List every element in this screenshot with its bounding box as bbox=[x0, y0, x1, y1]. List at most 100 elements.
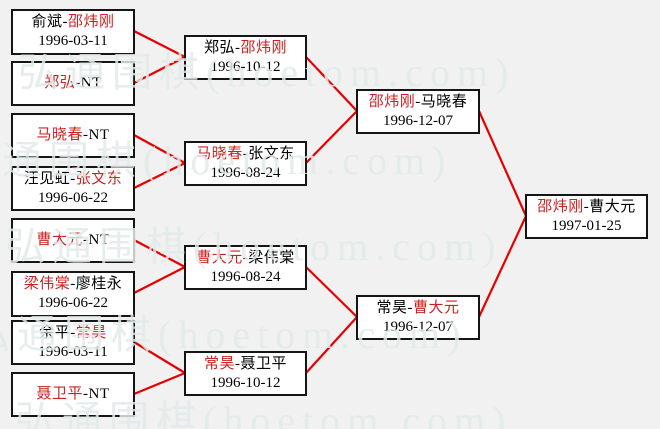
connector-line bbox=[133, 30, 186, 58]
match-players: 郑弘-NT bbox=[44, 74, 102, 93]
player-name: 常昊 bbox=[203, 355, 235, 372]
vs-separator: - bbox=[242, 249, 249, 266]
match-box-r1-2: 郑弘-NT bbox=[11, 61, 135, 106]
match-box-sf-2: 常昊-曹大元 1996-12-07 bbox=[356, 295, 480, 340]
player-name: 梁伟棠 bbox=[23, 276, 71, 292]
player-name: 聂卫平 bbox=[240, 355, 288, 372]
match-players: 曹大元-NT bbox=[36, 231, 109, 250]
player-name: 郑弘 bbox=[203, 39, 235, 56]
player-name: NT bbox=[88, 127, 110, 143]
match-box-r1-3: 马晓春-NT bbox=[11, 113, 135, 158]
match-date: 1996-10-12 bbox=[210, 58, 281, 75]
connector-line bbox=[133, 341, 186, 374]
match-date: 1996-12-07 bbox=[383, 112, 453, 129]
player-name: 邵炜刚 bbox=[368, 93, 416, 110]
match-players: 邵炜刚-曹大元 bbox=[537, 198, 636, 217]
vs-separator: - bbox=[415, 93, 421, 110]
vs-separator: - bbox=[83, 127, 89, 143]
connector-line bbox=[305, 266, 358, 318]
player-name: 余平 bbox=[39, 324, 71, 341]
connector-line bbox=[133, 239, 186, 268]
connector-line bbox=[305, 316, 358, 374]
match-date: 1996-10-12 bbox=[210, 374, 281, 391]
match-date: 1996-06-22 bbox=[38, 189, 108, 206]
connector-line bbox=[305, 56, 358, 112]
match-players: 余平-常昊 bbox=[39, 324, 107, 343]
vs-separator: - bbox=[235, 39, 241, 56]
player-name: NT bbox=[80, 75, 102, 91]
vs-separator: - bbox=[83, 386, 89, 402]
player-name: 汪见虹 bbox=[23, 170, 71, 187]
connector-line bbox=[133, 162, 186, 189]
match-players: 聂卫平-NT bbox=[36, 385, 109, 404]
match-date: 1996-08-24 bbox=[210, 164, 281, 181]
connector-line bbox=[133, 266, 186, 294]
match-box-r1-5: 曹大元-NT bbox=[11, 218, 135, 263]
player-name: 马晓春 bbox=[420, 93, 468, 110]
player-name: NT bbox=[88, 232, 110, 248]
player-name: 梁伟棠 bbox=[248, 249, 295, 266]
match-date: 1997-01-25 bbox=[551, 217, 622, 234]
vs-separator: - bbox=[70, 170, 76, 187]
player-name: 马晓春 bbox=[36, 127, 83, 143]
player-name: NT bbox=[88, 386, 110, 402]
connector-line bbox=[133, 56, 186, 84]
vs-separator: - bbox=[75, 75, 81, 91]
connector-line bbox=[478, 215, 527, 318]
connector-lines-group bbox=[133, 30, 528, 396]
player-name: 曹大元 bbox=[36, 232, 83, 248]
match-players: 曹大元-梁伟棠 bbox=[196, 249, 295, 268]
connector-line bbox=[133, 134, 186, 164]
match-box-r1-8: 聂卫平-NT bbox=[11, 372, 135, 417]
player-name: 常昊 bbox=[75, 324, 107, 341]
player-name: 聂卫平 bbox=[36, 386, 83, 402]
match-players: 汪见虹-张文东 bbox=[24, 170, 123, 189]
match-players: 马晓春-NT bbox=[36, 126, 109, 145]
player-name: 曹大元 bbox=[196, 249, 243, 266]
match-players: 马晓春-张文东 bbox=[196, 145, 295, 164]
match-date: 1996-06-22 bbox=[38, 295, 108, 311]
match-date: 1996-03-11 bbox=[38, 343, 108, 360]
vs-separator: - bbox=[70, 276, 76, 292]
match-box-r2-2: 马晓春-张文东 1996-08-24 bbox=[184, 141, 307, 186]
player-name: 曹大元 bbox=[413, 299, 460, 316]
vs-separator: - bbox=[62, 14, 68, 30]
match-players: 郑弘-邵炜刚 bbox=[204, 39, 287, 58]
vs-separator: - bbox=[242, 145, 249, 162]
player-name: 张文东 bbox=[248, 145, 295, 162]
player-name: 邵炜刚 bbox=[68, 14, 115, 30]
match-players: 邵炜刚-马晓春 bbox=[369, 93, 468, 112]
player-name: 马晓春 bbox=[196, 145, 243, 162]
match-box-r2-1: 郑弘-邵炜刚 1996-10-12 bbox=[184, 35, 307, 80]
match-players: 俞斌-邵炜刚 bbox=[31, 13, 114, 32]
match-box-r1-7: 余平-常昊 1996-03-11 bbox=[11, 320, 135, 365]
match-players: 常昊-曹大元 bbox=[376, 299, 459, 318]
player-name: 廖桂永 bbox=[75, 276, 123, 292]
match-players: 梁伟棠-廖桂永 bbox=[24, 275, 123, 294]
vs-separator: - bbox=[583, 198, 590, 215]
player-name: 常昊 bbox=[376, 299, 408, 316]
vs-separator: - bbox=[70, 324, 76, 341]
match-date: 1996-03-11 bbox=[38, 33, 108, 49]
player-name: 郑弘 bbox=[44, 75, 76, 91]
match-box-final: 邵炜刚-曹大元 1997-01-25 bbox=[525, 194, 648, 239]
player-name: 曹大元 bbox=[589, 198, 636, 215]
match-date: 1996-12-07 bbox=[383, 318, 453, 335]
player-name: 邵炜刚 bbox=[537, 198, 584, 215]
vs-separator: - bbox=[235, 355, 241, 372]
match-box-r1-4: 汪见虹-张文东 1996-06-22 bbox=[11, 166, 135, 211]
connector-line bbox=[477, 110, 528, 217]
vs-separator: - bbox=[83, 232, 89, 248]
player-name: 张文东 bbox=[75, 170, 123, 187]
match-box-r2-3: 曹大元-梁伟棠 1996-08-24 bbox=[184, 245, 307, 290]
match-box-sf-1: 邵炜刚-马晓春 1996-12-07 bbox=[356, 89, 480, 134]
match-date: 1996-08-24 bbox=[210, 268, 281, 285]
match-box-r2-4: 常昊-聂卫平 1996-10-12 bbox=[184, 351, 307, 396]
match-box-r1-1: 俞斌-邵炜刚 1996-03-11 bbox=[11, 9, 135, 55]
player-name: 邵炜刚 bbox=[240, 39, 288, 56]
vs-separator: - bbox=[407, 299, 413, 316]
connector-line bbox=[305, 110, 358, 164]
match-box-r1-6: 梁伟棠-廖桂永 1996-06-22 bbox=[11, 271, 135, 317]
